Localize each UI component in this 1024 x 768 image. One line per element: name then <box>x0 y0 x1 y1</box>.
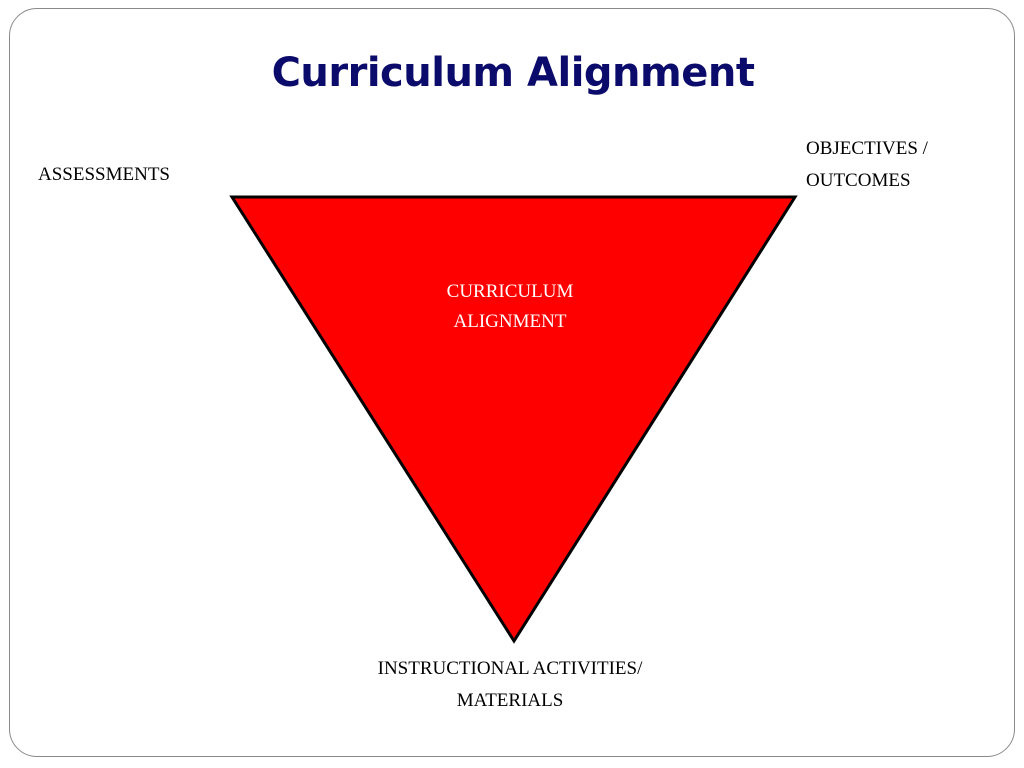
corner-label-instructional: INSTRUCTIONAL ACTIVITIES/ MATERIALS <box>310 653 710 717</box>
triangle-center-label: CURRICULUM ALIGNMENT <box>310 277 710 337</box>
slide-title: Curriculum Alignment <box>271 50 755 96</box>
center-label-line-1: CURRICULUM <box>446 281 574 302</box>
triangle-diagram <box>229 195 798 644</box>
instructional-line-1: INSTRUCTIONAL ACTIVITIES/ <box>377 658 643 679</box>
instructional-line-2: MATERIALS <box>456 690 564 711</box>
assessments-line-1: ASSESSMENTS <box>38 164 170 185</box>
objectives-line-1: OBJECTIVES / <box>806 138 928 159</box>
objectives-line-2: OUTCOMES <box>806 170 911 191</box>
corner-label-assessments: ASSESSMENTS <box>38 159 170 191</box>
corner-label-objectives: OBJECTIVES / OUTCOMES <box>806 133 928 197</box>
slide-frame: Curriculum Alignment CURRICULUM ALIGNMEN… <box>9 8 1015 757</box>
alignment-triangle <box>229 195 798 644</box>
center-label-line-2: ALIGNMENT <box>453 311 567 332</box>
